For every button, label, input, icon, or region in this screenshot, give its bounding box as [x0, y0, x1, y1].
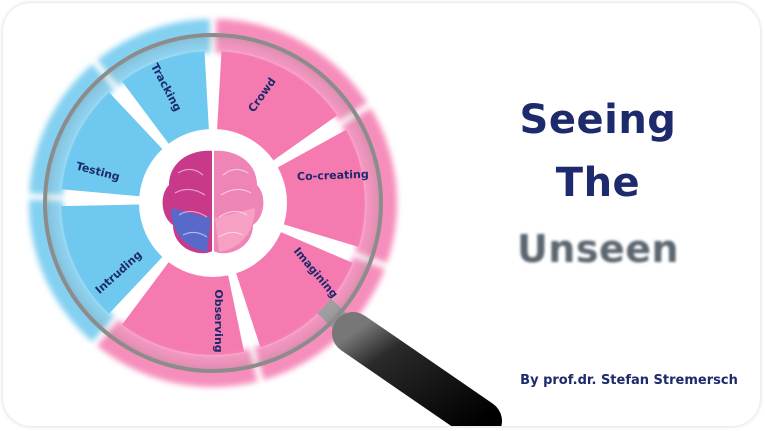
segment-label-co-creating: Co-creating [297, 168, 369, 183]
segment-label-observing: Observing [212, 289, 225, 352]
author-byline: By prof.dr. Stefan Stremersch [520, 373, 738, 388]
title-card: Crowd Co-creating Imagining Observing In… [3, 3, 760, 426]
title-line-2: The [555, 160, 641, 206]
magnifier-graphic: Crowd Co-creating Imagining Observing In… [29, 19, 502, 426]
magnifier-handle [311, 293, 502, 426]
lens-rim [43, 33, 383, 373]
title-line-3: Unseen [516, 227, 680, 271]
title-line-1: Seeing [519, 97, 677, 143]
